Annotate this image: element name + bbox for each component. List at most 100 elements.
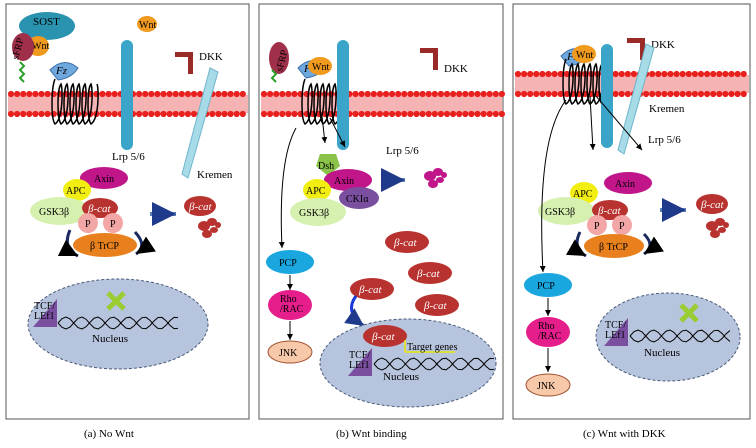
panel-a-blocked-x <box>106 291 126 311</box>
panel-c-kremen-label: Kremen <box>649 103 685 115</box>
lipid-head <box>667 70 674 78</box>
lipid-head <box>32 90 39 98</box>
panel-a-tcf-label: TCF/LEf1 <box>34 301 55 322</box>
panel-c-jnk <box>525 373 571 397</box>
lipid-head <box>285 110 292 118</box>
lipid-head <box>401 90 408 98</box>
lipid-head <box>382 90 390 98</box>
panel-b-target-label: Target genes <box>407 342 458 353</box>
panel-b-bcat-5-label: β-cat <box>371 331 396 343</box>
panel-c-tcf-label-line: LEf1 <box>605 330 626 341</box>
lipid-head <box>486 90 493 98</box>
panel-a-dkk <box>175 52 193 74</box>
lipid-head <box>26 90 33 98</box>
panel-a-tcf-label-line: TCF/ <box>34 301 55 312</box>
lipid-head <box>352 110 359 118</box>
panel-c-fragments-piece <box>723 222 729 228</box>
panel-c-pcp <box>524 273 572 297</box>
panel-b-rho-label: Rho/RAC <box>280 294 304 315</box>
panel-c-p2-label: P <box>619 221 625 232</box>
lipid-head <box>691 90 699 98</box>
lipid-head <box>643 90 650 98</box>
panel-c-fragments-piece <box>718 227 726 233</box>
lipid-head <box>514 90 522 98</box>
lipid-head <box>557 90 564 98</box>
lipid-head <box>722 70 729 78</box>
lipid-head <box>450 90 457 98</box>
panel-a-fragments-piece <box>215 222 221 228</box>
lipid-head <box>716 90 723 98</box>
lipid-head <box>673 70 680 78</box>
panel-c-dna-strand-b <box>629 329 731 343</box>
lipid-head <box>285 90 292 98</box>
panel-a-apc <box>63 179 91 201</box>
panel-c-fragments-piece <box>706 221 718 231</box>
lipid-head <box>734 70 741 78</box>
panel-b-gsk-label: GSK3β <box>299 208 329 219</box>
panel-c-apc-label: APC <box>573 189 593 200</box>
lipid-head <box>450 110 457 118</box>
lipid-head <box>44 90 51 98</box>
panel-c-tcf-label: TCF/LEf1 <box>605 320 626 341</box>
lipid-head <box>184 110 191 118</box>
lipid-head <box>521 90 528 98</box>
lipid-head <box>661 90 668 98</box>
lipid-head <box>492 110 499 118</box>
lipid-head <box>468 90 475 98</box>
panel-b-dna-strand-b <box>373 357 495 371</box>
panel-b-dsh-label: Dsh <box>318 161 334 172</box>
lipid-head <box>710 70 717 78</box>
lipid-head <box>649 70 656 78</box>
lipid-head <box>533 70 540 78</box>
panel-a-sost-label: SOST <box>33 16 60 28</box>
lipid-head <box>111 90 118 98</box>
lipid-head <box>172 110 179 118</box>
panel-b-tcf <box>348 348 372 376</box>
lipid-head <box>38 110 45 118</box>
panel-c-arrow-pcp <box>539 99 567 273</box>
lipid-head <box>14 110 21 118</box>
panel-a-fz-tm <box>51 78 99 125</box>
panel-c-rho <box>526 317 570 347</box>
lipid-head <box>618 70 625 78</box>
lipid-head <box>154 90 161 98</box>
panel-b-lrp <box>337 40 349 150</box>
panel-a-caption: (a) No Wnt <box>84 428 134 440</box>
lipid-head <box>233 90 240 98</box>
lipid-head <box>154 110 161 118</box>
panel-c-jnk-label: JNK <box>537 381 556 392</box>
lipid-head <box>14 90 21 98</box>
panel-a-p1 <box>78 213 98 233</box>
lipid-head <box>437 110 444 118</box>
panel-c-rho-label: Rho/RAC <box>538 321 562 342</box>
panel-b-bcat-2 <box>408 262 452 284</box>
lipid-head <box>395 110 402 118</box>
panel-b-arrow-dsh <box>321 115 328 144</box>
panel-b-axin <box>324 169 372 191</box>
panel-a-dna-strand-a <box>57 316 179 330</box>
panel-c-cycle-left <box>565 231 587 258</box>
lipid-head <box>227 90 234 98</box>
lipid-head <box>612 70 619 78</box>
lipid-head <box>105 90 112 98</box>
lipid-head <box>215 110 222 118</box>
panel-c-rho-label-line: /RAC <box>538 331 562 342</box>
lipid-head <box>456 90 463 98</box>
panel-b-bcat-3-label: β-cat <box>358 284 383 296</box>
panel-a-wnt-bound-label: Wnt <box>32 41 49 52</box>
panel-a-lrp <box>121 40 133 150</box>
lipid-head <box>612 90 619 98</box>
lipid-head <box>395 90 402 98</box>
panel-a-p1-label: P <box>85 219 91 230</box>
lipid-head <box>209 110 216 118</box>
panel-c-rho-label-line: Rho <box>538 321 555 332</box>
lipid-head <box>679 90 686 98</box>
panel-a-sost <box>19 12 75 40</box>
lipid-head <box>142 110 149 118</box>
panel-b-nuclear-arrow <box>344 295 365 328</box>
panel-b-nucleus <box>319 318 497 408</box>
lipid-head <box>667 90 674 98</box>
lipid-head <box>474 90 481 98</box>
lipid-head <box>160 90 167 98</box>
lipid-head <box>221 110 228 118</box>
